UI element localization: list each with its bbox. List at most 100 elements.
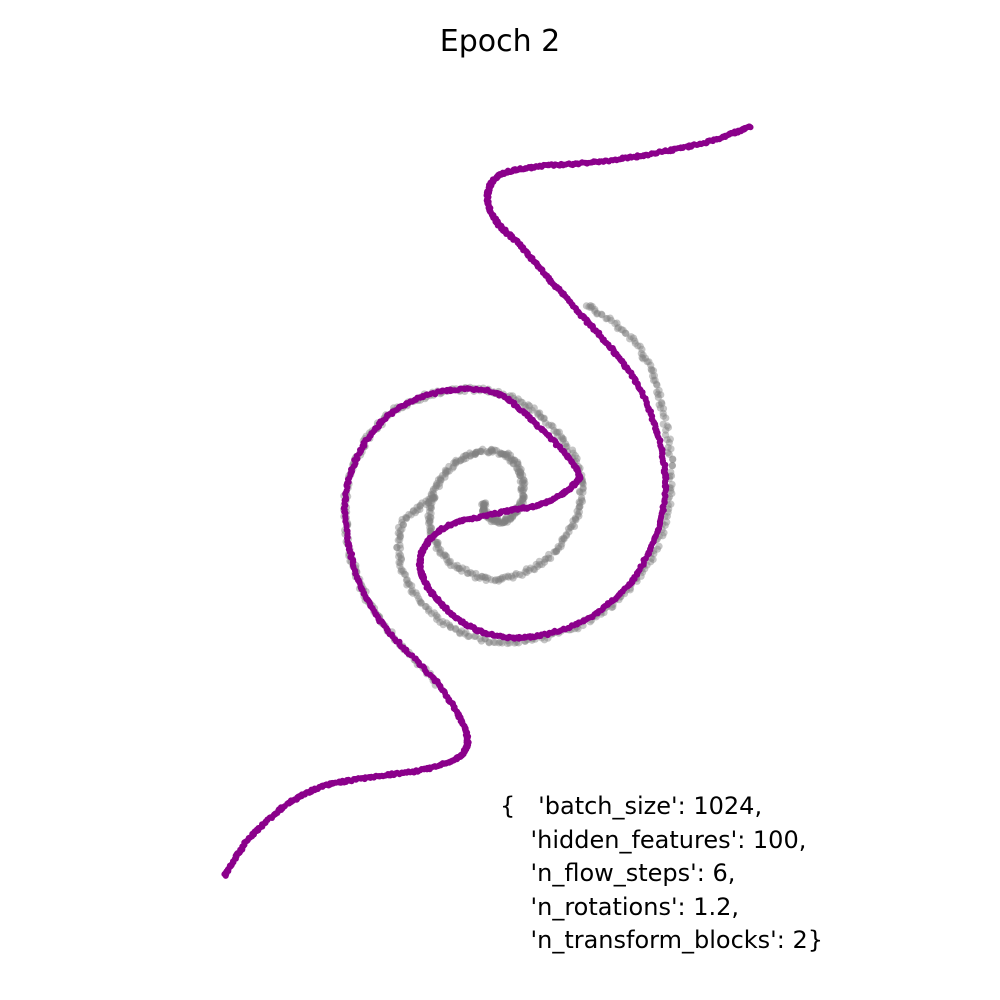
target-point [503,452,511,460]
target-point [566,523,575,532]
target-point [502,515,510,523]
target-point [515,463,523,472]
target-point [445,621,454,629]
target-point [558,434,567,443]
target-point [510,456,518,464]
target-point [549,422,557,430]
target-point [657,398,666,407]
target-point [613,319,621,327]
target-point [431,494,439,502]
target-point [513,465,522,473]
target-point [576,502,584,511]
target-point [519,495,527,503]
target-point [525,402,534,410]
target-point [427,502,435,510]
target-point [439,617,447,626]
target-point [446,557,454,565]
target-point [501,453,510,461]
target-point [503,518,512,526]
target-point [479,505,488,513]
target-point [562,531,571,540]
target-point [557,542,565,551]
target-point [579,484,587,492]
target-point [559,435,568,443]
target-point [570,522,579,531]
target-point [638,345,646,353]
target-point [498,519,506,527]
target-point [579,480,587,488]
target-point [482,576,490,585]
config-line: 'n_transform_blocks': 2} [500,926,824,954]
target-point [472,632,480,640]
target-point [655,542,663,550]
target-point [494,515,502,523]
target-point [528,406,536,414]
target-point [550,427,558,435]
target-point [659,409,667,417]
target-point [498,575,506,583]
target-point [408,586,416,594]
target-point [445,462,453,471]
target-point [500,450,508,459]
target-point [506,515,515,524]
target-point [465,632,473,640]
target-point [533,562,542,571]
target-point [489,638,498,646]
target-point [593,309,601,317]
target-point [668,462,676,470]
target-point [498,518,506,526]
target-point [399,521,407,529]
target-point [487,576,495,584]
target-point [647,365,655,373]
target-point [422,603,430,611]
target-point [519,496,527,505]
target-point [434,539,442,547]
target-point [490,516,498,524]
target-point [575,503,584,511]
target-point [502,514,510,522]
target-point [499,450,507,458]
target-point [479,445,487,453]
target-point [453,561,461,569]
target-point [536,561,544,569]
target-point [393,543,401,552]
target-point [403,576,411,584]
target-point [531,566,539,574]
target-point [661,521,669,529]
target-point [571,514,580,522]
target-point [443,467,452,475]
target-point [544,554,553,562]
target-point [502,517,510,525]
target-point [516,471,524,479]
target-point [462,451,470,459]
target-point [471,574,479,582]
target-point [409,506,418,515]
target-point [519,486,528,494]
target-point [471,450,479,458]
target-point [482,501,490,509]
target-point [476,635,484,643]
target-point [468,570,476,578]
target-point [497,450,506,458]
target-point [429,494,437,503]
target-point [466,449,474,457]
target-point [396,541,404,549]
target-point [425,497,433,505]
target-point [517,485,525,493]
target-point [571,515,579,523]
target-point [626,335,634,343]
target-point [510,456,519,464]
target-point [481,573,489,581]
target-point [516,467,524,476]
target-point [450,459,458,467]
target-point [441,469,450,477]
target-point [503,639,512,648]
target-point [654,393,662,402]
target-point [660,529,668,537]
target-point [552,428,560,436]
target-point [536,409,544,417]
target-point [636,342,644,350]
target-point [507,457,515,465]
target-point [508,572,516,580]
target-point [437,476,445,484]
